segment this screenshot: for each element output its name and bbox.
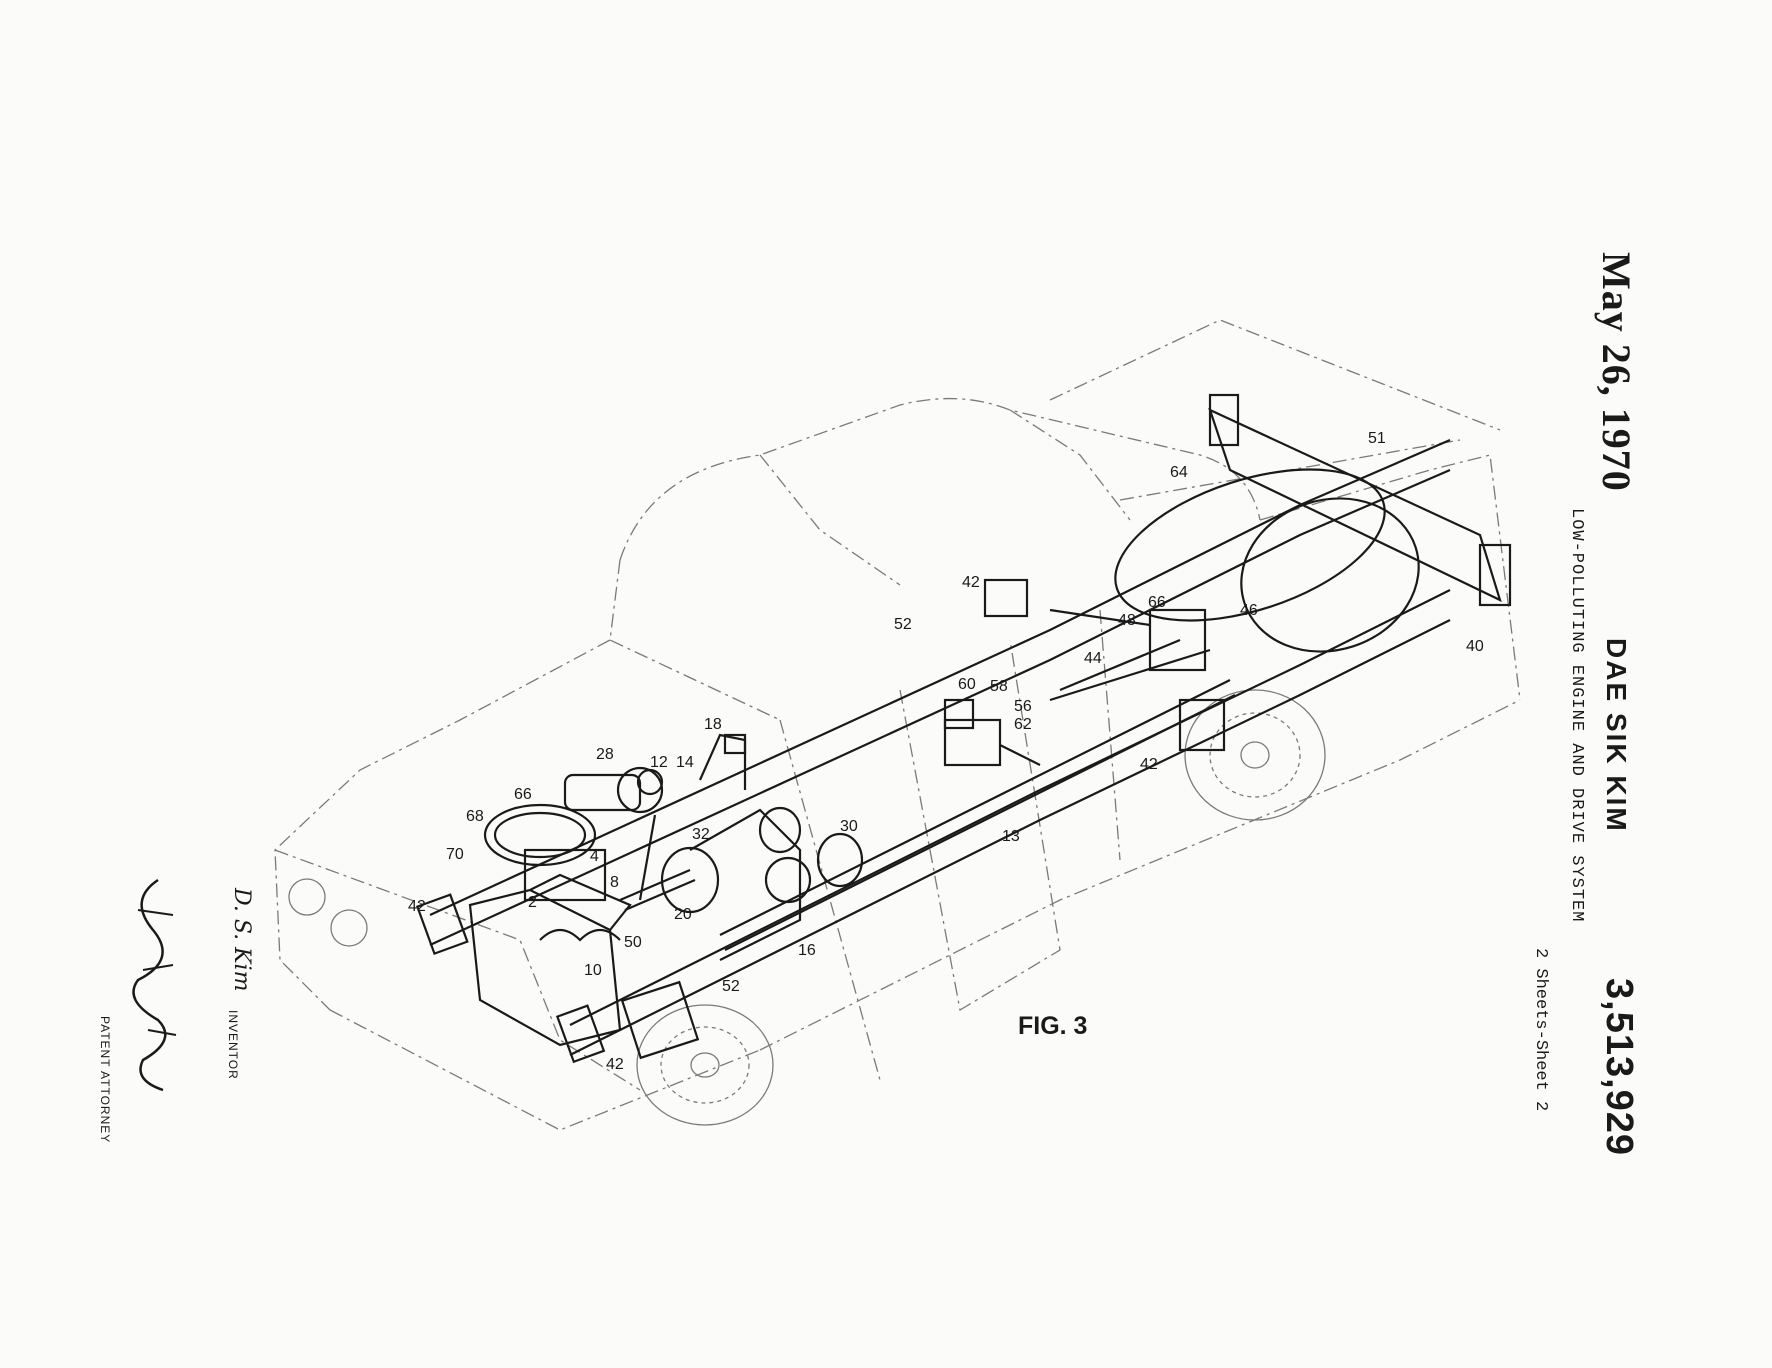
inventor-heading: DAE SIK KIM [1601, 638, 1632, 833]
ref-2: 2 [528, 894, 537, 911]
chassis-frame [415, 393, 1512, 1064]
ref-12: 12 [650, 754, 668, 771]
attorney-signature [132, 878, 177, 1092]
ref-51: 51 [1368, 430, 1386, 447]
patent-date: May 26, 1970 [1594, 252, 1639, 492]
ref-20: 20 [674, 906, 692, 923]
ref-32: 32 [692, 826, 710, 843]
ref-28: 28 [596, 746, 614, 763]
ref-66-front: 66 [514, 786, 532, 803]
figure-label: FIG. 3 [1018, 1012, 1088, 1040]
patent-title: LOW-POLLUTING ENGINE AND DRIVE SYSTEM [1567, 508, 1586, 923]
car-body-outline [274, 319, 1521, 1131]
sheet-count: 2 Sheets-Sheet 2 [1531, 948, 1550, 1112]
ref-48: 48 [1118, 612, 1136, 629]
ref-13: 13 [1002, 828, 1020, 845]
ref-52-top: 52 [894, 616, 912, 633]
ref-42-bottom: 42 [606, 1056, 624, 1073]
ref-68: 68 [466, 808, 484, 825]
ref-62: 62 [1014, 716, 1032, 733]
inventor-role-label: INVENTOR [226, 1010, 240, 1080]
ref-16: 16 [798, 942, 816, 959]
ref-14: 14 [676, 754, 694, 771]
ref-10: 10 [584, 962, 602, 979]
ref-40: 40 [1466, 638, 1484, 655]
ref-4: 4 [590, 848, 599, 865]
ref-30: 30 [840, 818, 858, 835]
ref-64: 64 [1170, 464, 1188, 481]
ref-70: 70 [446, 846, 464, 863]
ref-42-top: 42 [962, 574, 980, 591]
ref-8: 8 [610, 874, 619, 891]
ref-60: 60 [958, 676, 976, 693]
ref-42-front: 42 [408, 898, 426, 915]
ref-42-rear: 42 [1140, 756, 1158, 773]
wheels [288, 689, 1326, 1126]
ref-58: 58 [990, 678, 1008, 695]
ref-46: 46 [1240, 602, 1258, 619]
attorney-role-label: PATENT ATTORNEY [98, 1016, 112, 1144]
ref-52-bottom: 52 [722, 978, 740, 995]
inventor-signature-name: D. S. Kim [229, 888, 254, 992]
patent-number: 3,513,929 [1598, 978, 1640, 1157]
ref-56: 56 [1014, 698, 1032, 715]
ref-44: 44 [1084, 650, 1102, 667]
ref-66-rear: 66 [1148, 594, 1166, 611]
ref-50: 50 [624, 934, 642, 951]
ref-18: 18 [704, 716, 722, 733]
